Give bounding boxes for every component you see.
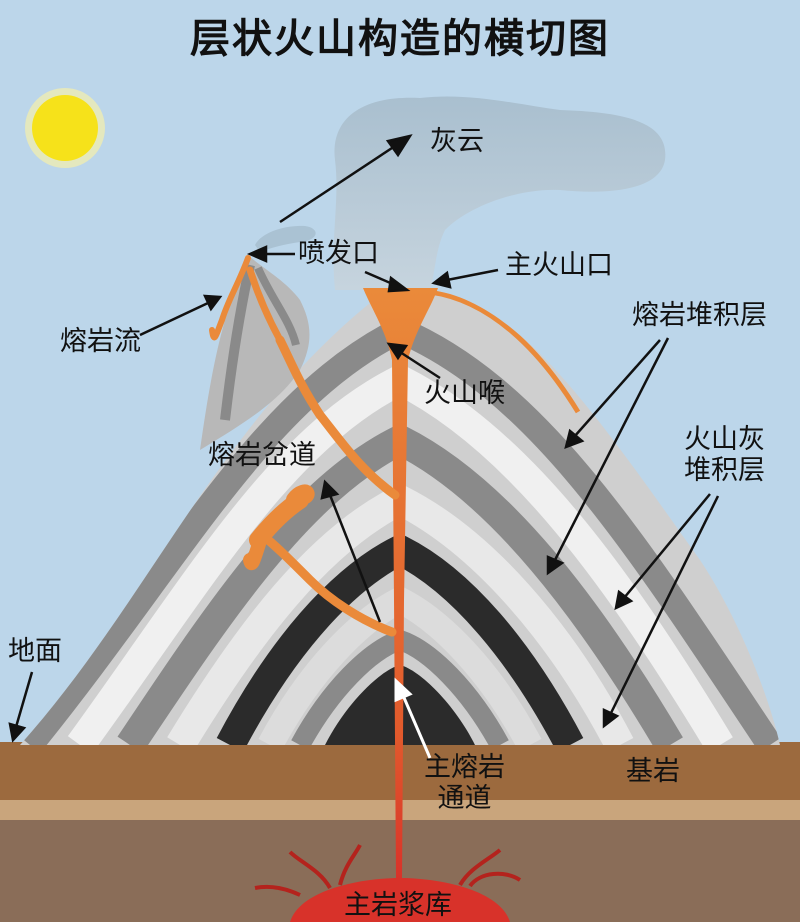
magma-chamber (290, 878, 510, 922)
secondary-cone-stripe (220, 263, 255, 421)
label-ash-layers-line1: 火山灰 (684, 424, 765, 455)
diagram-title: 层状火山构造的横切图 (190, 16, 610, 62)
label-main-conduit-line1: 主熔岩 (424, 752, 505, 783)
arrow-icon (8, 134, 720, 743)
label-ash-cloud: 灰云 (430, 126, 484, 157)
main-conduit (363, 288, 438, 880)
label-ground: 地面 (8, 636, 62, 667)
small-ash-puff (255, 225, 316, 252)
label-main-crater: 主火山口 (505, 250, 613, 281)
ash-cloud-shape (333, 96, 666, 290)
label-vent: 喷发口 (298, 238, 379, 269)
label-magma-chamber: 主岩浆库 (344, 890, 452, 921)
lava-flow-streak (209, 255, 251, 341)
label-bedrock: 基岩 (626, 756, 680, 787)
sun-icon (25, 88, 105, 168)
label-main-conduit: 主熔岩 通道 (424, 752, 505, 814)
lava-dikes (243, 266, 400, 637)
label-ash-layers: 火山灰 堆积层 (684, 424, 765, 486)
magma-veins (254, 844, 522, 897)
label-ash-layers-line2: 堆积层 (684, 455, 765, 487)
label-lava-layers: 熔岩堆积层 (632, 300, 767, 331)
label-throat: 火山喉 (424, 378, 505, 409)
label-lava-flow: 熔岩流 (60, 326, 141, 357)
label-dike: 熔岩岔道 (208, 440, 316, 471)
secondary-cone-stripe (254, 266, 300, 347)
arrow-icon (394, 677, 432, 759)
label-main-conduit-line2: 通道 (437, 783, 492, 815)
